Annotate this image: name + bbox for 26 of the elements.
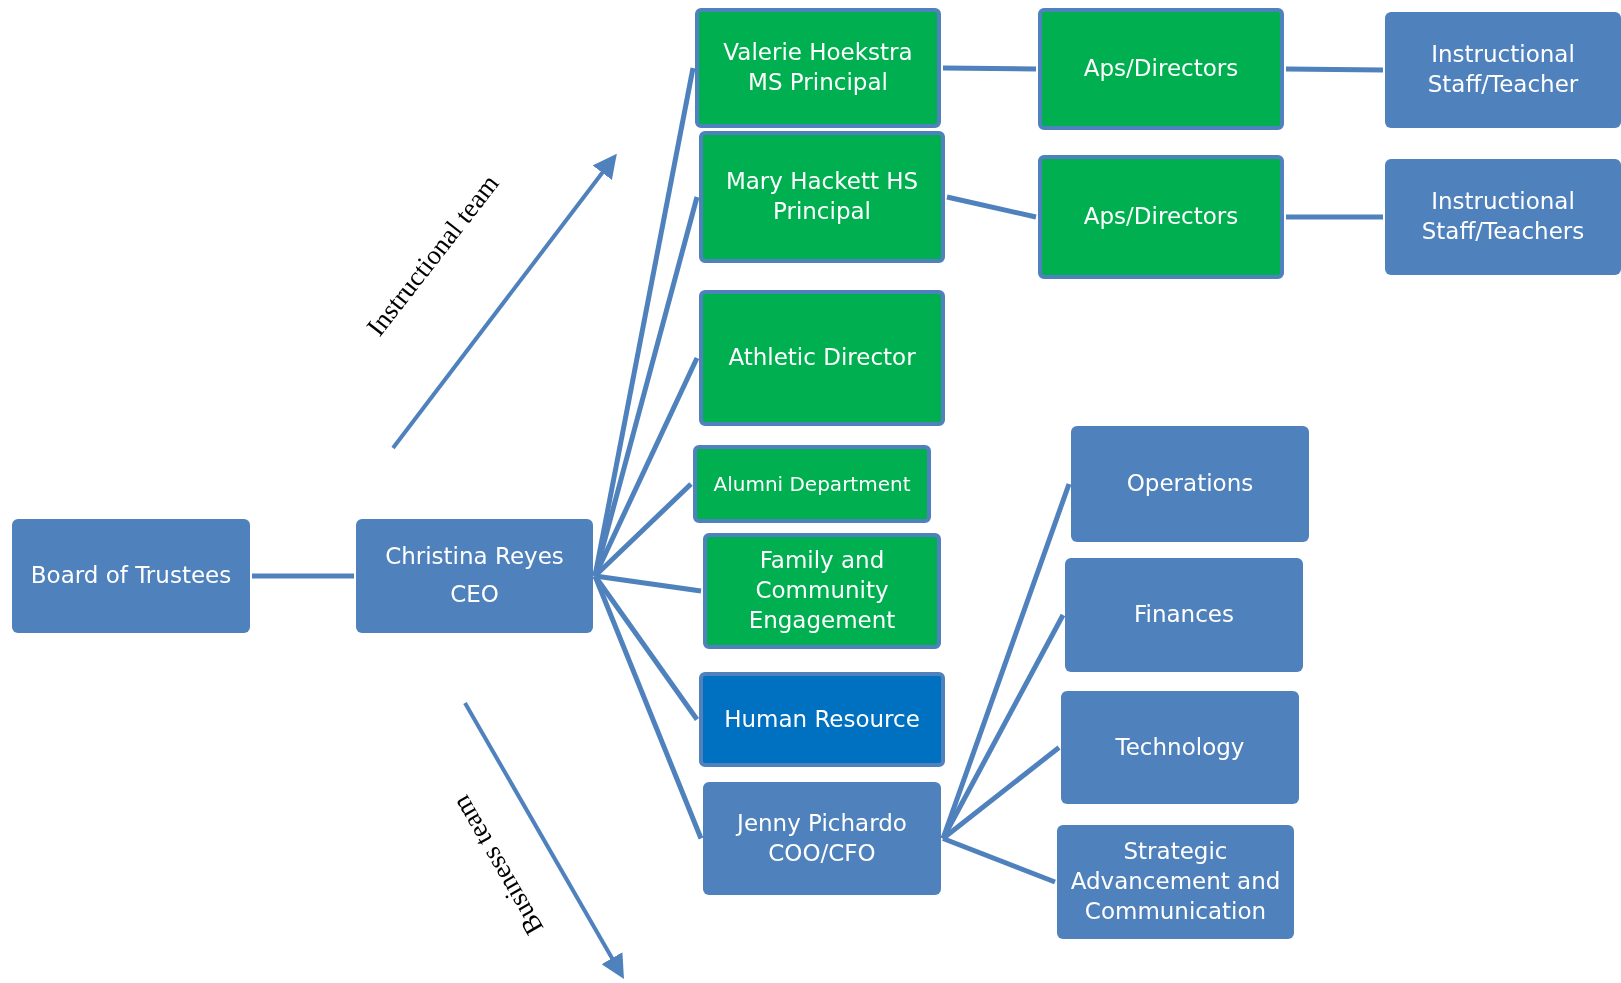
org-box: Finances [1065, 558, 1303, 672]
connector-line [940, 613, 1066, 840]
org-box: Technology [1061, 691, 1299, 804]
org-box: Alumni Department [693, 445, 931, 523]
connector-line [592, 575, 704, 840]
org-box: Strategic Advancement and Communication [1057, 825, 1294, 939]
connector-line [941, 745, 1061, 841]
org-box: Athletic Director [699, 290, 945, 426]
org-box: Jenny Pichardo COO/CFO [703, 782, 941, 895]
org-box: Mary Hackett HS Principal [699, 131, 945, 263]
org-box: Instructional Staff/Teacher [1385, 12, 1621, 128]
connector-line [1285, 66, 1384, 73]
org-box: Instructional Staff/Teachers [1385, 159, 1621, 275]
org-box: Valerie Hoekstra MS Principal [695, 8, 941, 128]
connector-line [942, 836, 1056, 885]
connector-line [1286, 214, 1383, 220]
org-box: Aps/Directors [1038, 8, 1284, 130]
org-box: Christina Reyes CEO [356, 519, 593, 633]
org-box: Aps/Directors [1038, 155, 1284, 279]
org-box: Operations [1071, 426, 1309, 542]
org-box: Family and Community Engagement [703, 533, 941, 649]
connector-line [942, 65, 1037, 72]
org-box: Board of Trustees [12, 519, 250, 633]
connector-line [252, 573, 354, 579]
connector-line [946, 194, 1037, 220]
org-box: Human Resource [699, 672, 945, 767]
